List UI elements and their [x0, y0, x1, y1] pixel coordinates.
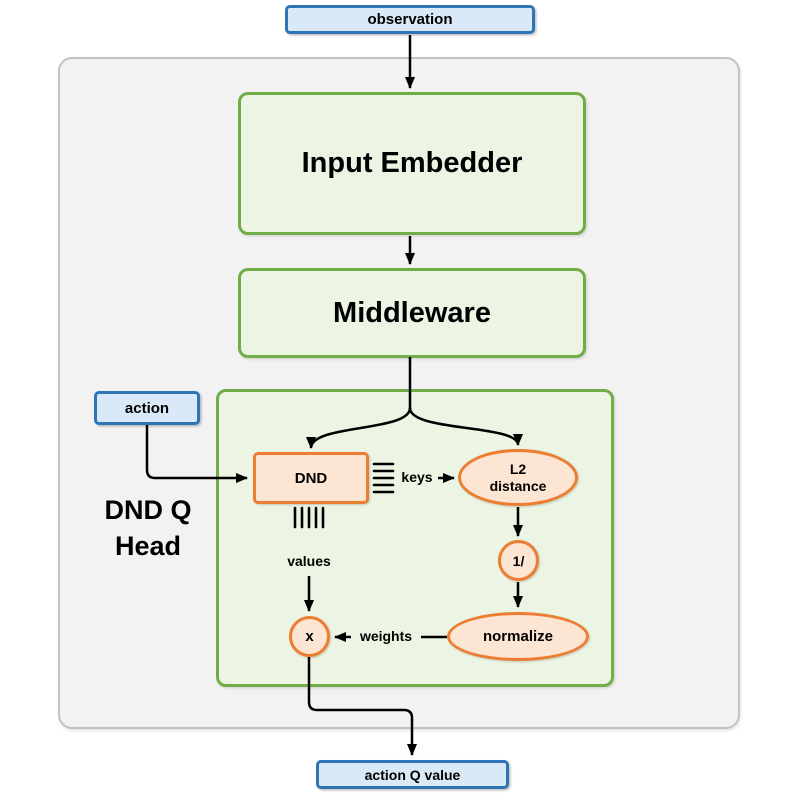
l2-distance-label-line1: L2: [509, 460, 527, 477]
action-label: action: [124, 399, 170, 417]
middleware-label: Middleware: [333, 296, 491, 329]
observation-label: observation: [367, 11, 453, 28]
dnd-label: DND: [294, 469, 328, 487]
dnd-q-head-title: DND Q Head: [80, 492, 216, 565]
dnd-node: DND: [253, 452, 369, 504]
action-q-value-node: action Q value: [316, 760, 509, 789]
multiply-label: x: [305, 628, 314, 645]
middleware-node: Middleware: [238, 268, 586, 358]
reciprocal-node: 1/: [498, 540, 539, 581]
normalize-label: normalize: [482, 628, 554, 645]
dnd-q-head-title-line1: DND Q: [104, 495, 192, 525]
observation-node: observation: [285, 5, 535, 34]
l2-distance-node: L2 distance: [458, 449, 578, 506]
dnd-q-head-title-line2: Head: [114, 531, 182, 562]
l2-distance-label-line2: distance: [489, 477, 547, 494]
action-node: action: [94, 391, 200, 425]
reciprocal-label: 1/: [512, 552, 525, 569]
normalize-node: normalize: [447, 612, 589, 661]
action-q-value-label: action Q value: [364, 766, 461, 783]
keys-edge-label: keys: [401, 469, 433, 485]
multiply-node: x: [289, 616, 330, 657]
input-embedder-node: Input Embedder: [238, 92, 586, 235]
input-embedder-label: Input Embedder: [301, 147, 523, 179]
values-edge-label: values: [287, 553, 331, 569]
weights-edge-label: weights: [359, 628, 413, 644]
